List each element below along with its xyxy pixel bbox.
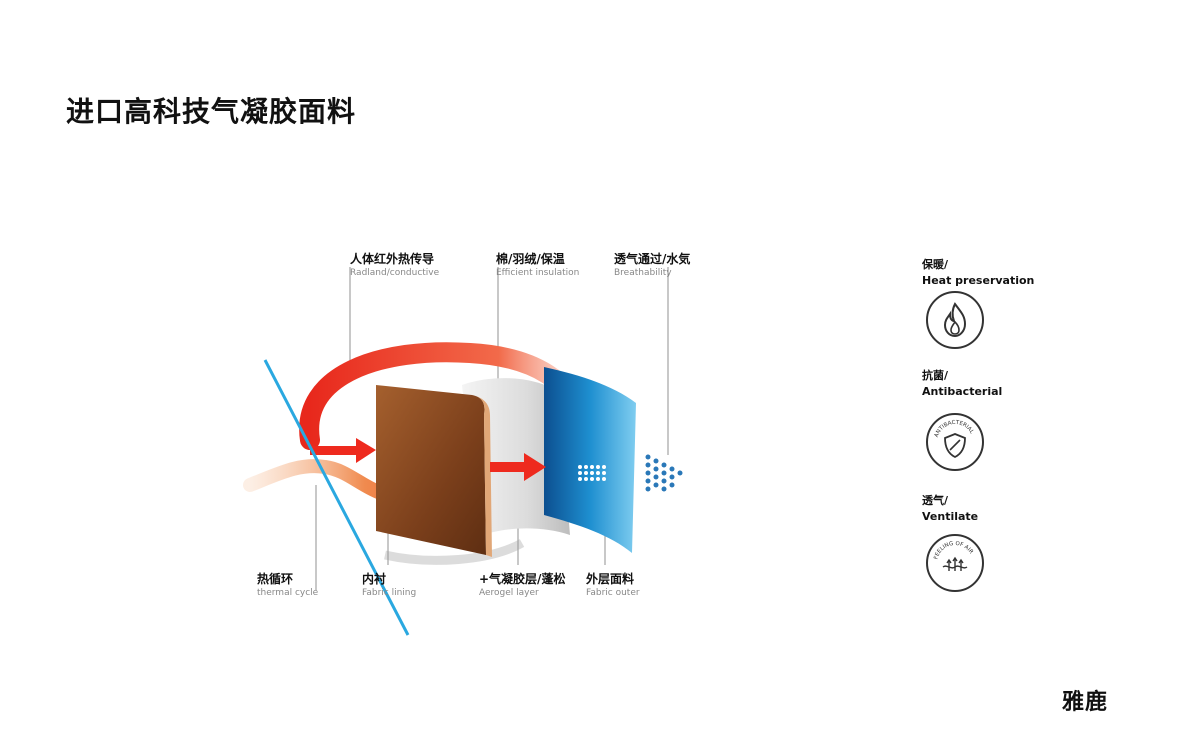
shield-icon: ANTIBACTERIAL [926, 413, 984, 471]
antibacterial-badge-text: ANTIBACTERIAL [934, 420, 975, 438]
heat-arrows [310, 438, 546, 481]
page-title: 进口高科技气凝胶面料 [66, 95, 357, 128]
air-flow-icon: FEELING OF AIR [926, 534, 984, 592]
ventilate-badge-text: FEELING OF AIR [933, 541, 974, 560]
aerogel-layer-diagram [243, 267, 683, 636]
outer-panel [544, 367, 636, 553]
flame-icon [926, 291, 984, 349]
brand-logo: 雅鹿 [1062, 690, 1109, 715]
return-arc [384, 539, 525, 565]
feature-antibacterial: 抗菌/Antibacterial [922, 369, 1003, 398]
breath-arrow-dots [645, 454, 683, 492]
feature-ventilate: 透气/Ventilate [922, 494, 979, 523]
lining-panel [376, 385, 486, 555]
lining-edge [472, 395, 492, 557]
feature-heat: 保暖/Heat preservation [922, 258, 1035, 287]
breath-dots [578, 465, 606, 481]
thermal-cycle-line [263, 359, 410, 636]
